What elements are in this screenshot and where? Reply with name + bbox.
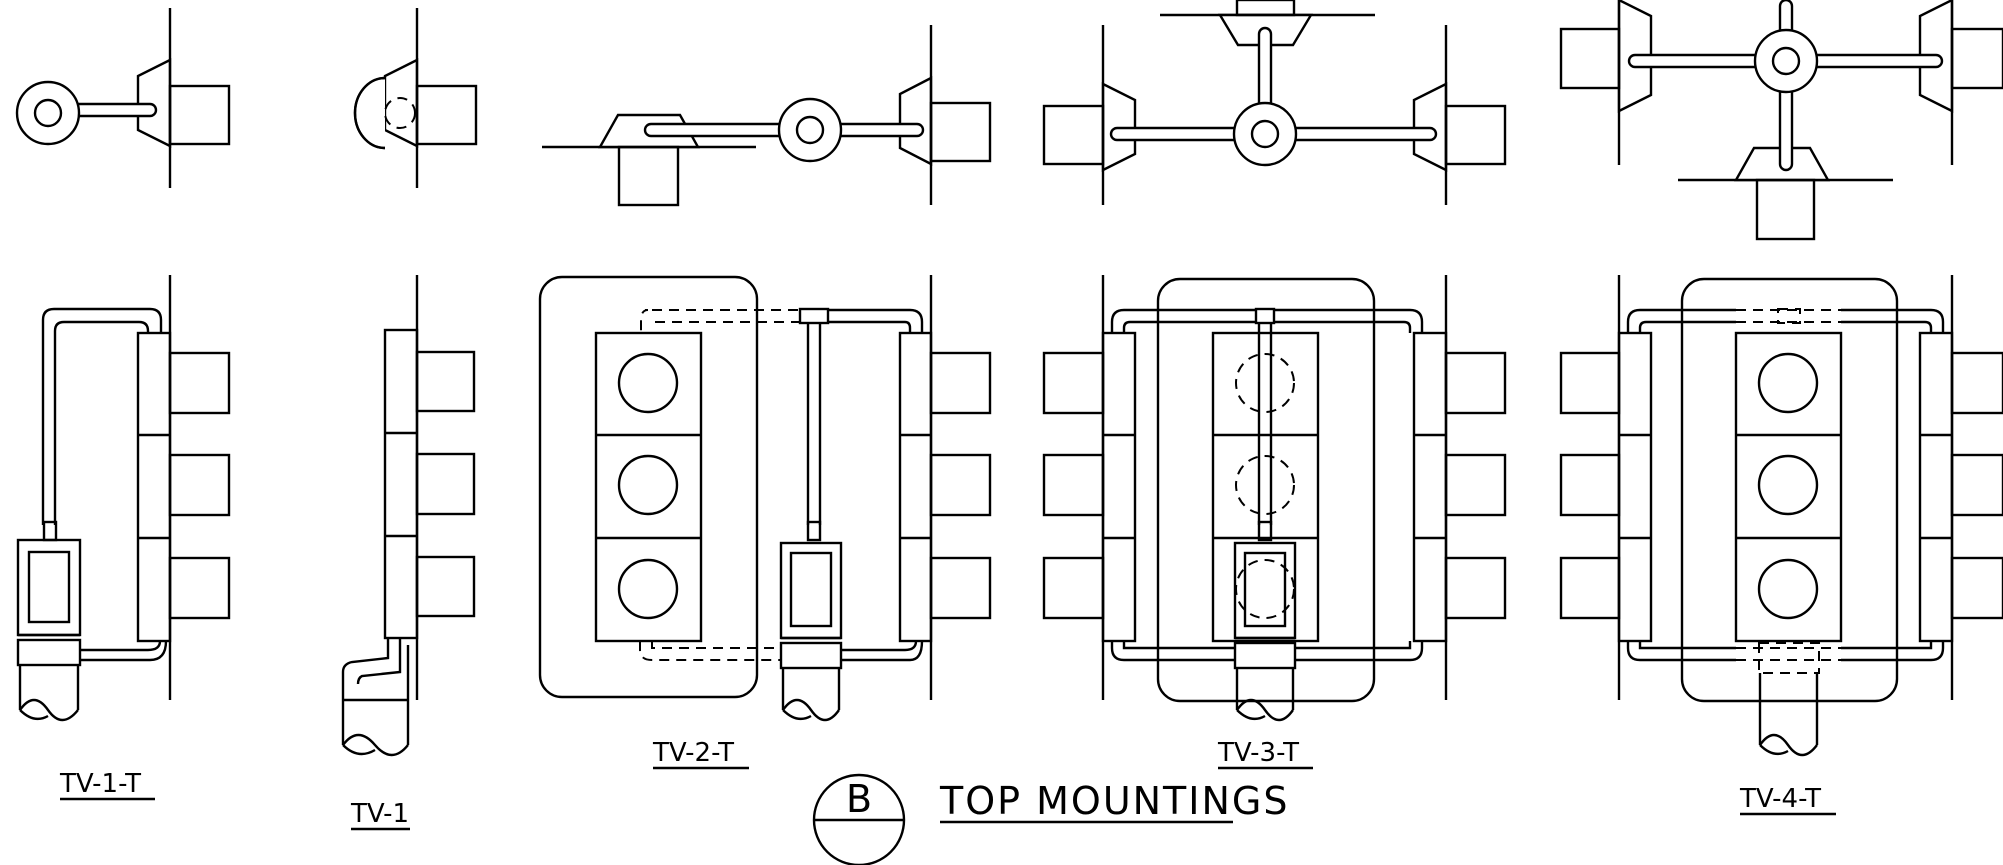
detail-bubble-letter: B [846,777,872,821]
tv1t-plan-view [15,8,231,188]
tv4t-elevation-view [1559,275,2003,757]
label-tv3t: TV-3-T [1217,738,1299,768]
detail-title-block: B TOP MOUNTINGS [812,773,1289,865]
label-tv1t: TV-1-T [59,769,141,799]
tv3t-plan-view [1042,0,1507,205]
tv1t-elevation-view [16,275,231,722]
label-tv1: TV-1 [350,799,409,829]
label-tv2t: TV-2-T [652,738,734,768]
tv1-plan-view [353,8,478,188]
tv1-elevation-view [341,275,476,757]
tv3t-elevation-view [1042,275,1507,722]
tv2t-plan-view [542,25,992,207]
detail-title: TOP MOUNTINGS [939,779,1289,823]
label-tv4t: TV-4-T [1739,784,1821,814]
tv4t-plan-view [1559,0,2003,241]
tv2t-elevation-view [538,275,992,722]
